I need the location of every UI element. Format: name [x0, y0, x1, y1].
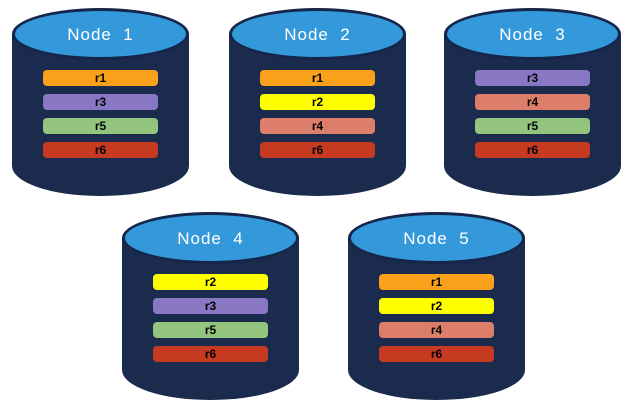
- db-cylinder-body: [348, 238, 525, 400]
- replica-bar-r3: r3: [153, 298, 268, 314]
- replica-list: r1 r3 r5 r6: [43, 70, 158, 158]
- replica-bar-r3: r3: [475, 70, 590, 86]
- node-title: Node 5: [403, 229, 470, 248]
- replica-bar-r4: r4: [260, 118, 375, 134]
- db-cylinder-body: [444, 34, 621, 196]
- db-node-4: Node 4 r2 r3 r5 r6: [122, 212, 299, 400]
- replica-bar-r6: r6: [475, 142, 590, 158]
- db-cylinder-body: [122, 238, 299, 400]
- replica-bar-r4: r4: [475, 94, 590, 110]
- replica-bar-r4: r4: [379, 322, 494, 338]
- replica-bar-r5: r5: [43, 118, 158, 134]
- node-title: Node 1: [67, 25, 134, 44]
- node-title: Node 3: [499, 25, 566, 44]
- replica-bar-r6: r6: [260, 142, 375, 158]
- replica-bar-r2: r2: [260, 94, 375, 110]
- db-cylinder-top: Node 5: [348, 212, 525, 264]
- replica-bar-r6: r6: [153, 346, 268, 362]
- replica-bar-r5: r5: [475, 118, 590, 134]
- replica-list: r1 r2 r4 r6: [379, 274, 494, 362]
- db-cylinder-top: Node 2: [229, 8, 406, 60]
- db-cylinder-top: Node 3: [444, 8, 621, 60]
- replica-bar-r6: r6: [43, 142, 158, 158]
- db-cylinder-body: [12, 34, 189, 196]
- db-cylinder-top: Node 4: [122, 212, 299, 264]
- db-cylinder-body: [229, 34, 406, 196]
- node-title: Node 4: [177, 229, 244, 248]
- replica-bar-r2: r2: [153, 274, 268, 290]
- db-cylinder-top: Node 1: [12, 8, 189, 60]
- replica-bar-r1: r1: [43, 70, 158, 86]
- replica-list: r3 r4 r5 r6: [475, 70, 590, 158]
- replica-bar-r1: r1: [260, 70, 375, 86]
- replica-bar-r3: r3: [43, 94, 158, 110]
- db-node-1: Node 1 r1 r3 r5 r6: [12, 8, 189, 196]
- node-title: Node 2: [284, 25, 351, 44]
- db-node-2: Node 2 r1 r2 r4 r6: [229, 8, 406, 196]
- replica-list: r1 r2 r4 r6: [260, 70, 375, 158]
- db-node-5: Node 5 r1 r2 r4 r6: [348, 212, 525, 400]
- db-node-3: Node 3 r3 r4 r5 r6: [444, 8, 621, 196]
- replica-bar-r5: r5: [153, 322, 268, 338]
- replica-list: r2 r3 r5 r6: [153, 274, 268, 362]
- replica-bar-r1: r1: [379, 274, 494, 290]
- replica-bar-r2: r2: [379, 298, 494, 314]
- replica-bar-r6: r6: [379, 346, 494, 362]
